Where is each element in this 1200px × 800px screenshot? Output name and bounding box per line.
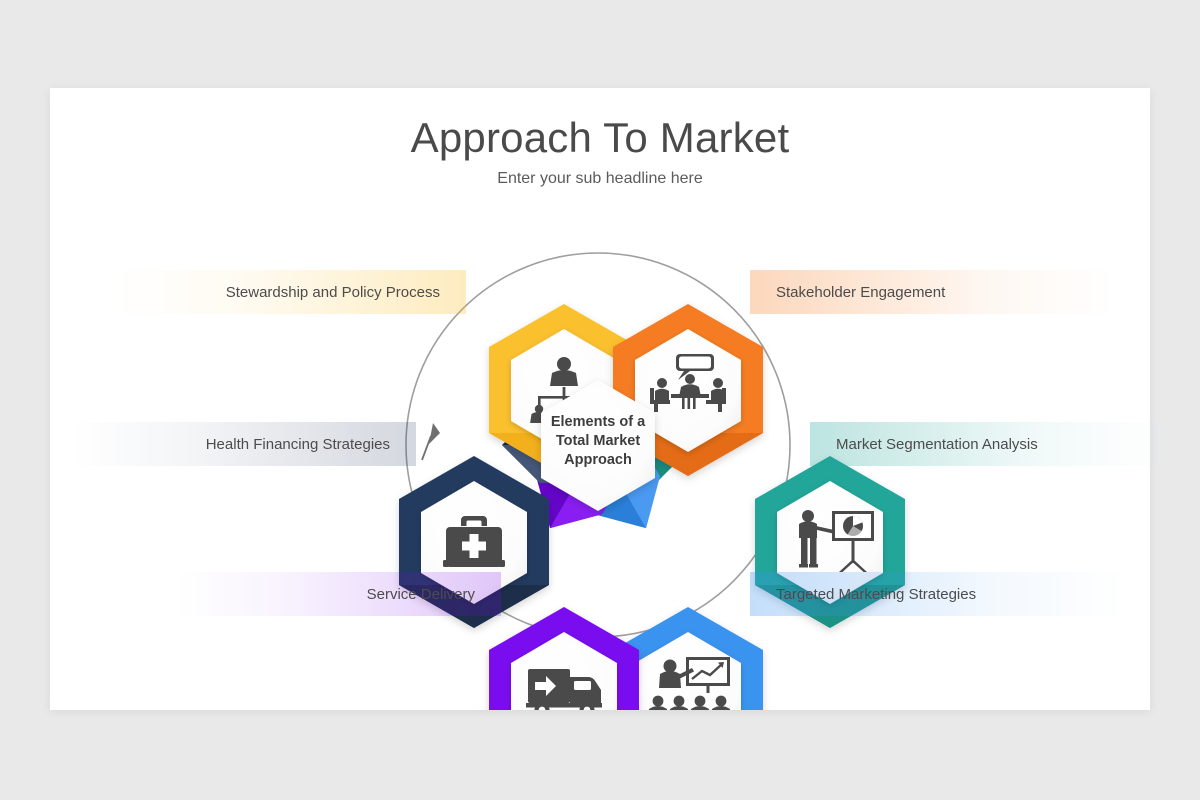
label-banner-stakeholder[interactable]: Stakeholder Engagement	[750, 270, 1116, 314]
hexagon-health-financing[interactable]	[399, 456, 549, 628]
first-aid-kit-icon	[443, 516, 505, 567]
banner-fill-market-segmentation	[810, 422, 1166, 466]
page-title: Approach To Market	[410, 114, 790, 161]
hexagon-targeted-marketing[interactable]	[613, 607, 763, 710]
label-text-targeted-marketing: Targeted Marketing Strategies	[776, 585, 977, 603]
label-text-market-segmentation: Market Segmentation Analysis	[836, 435, 1038, 453]
label-text-service-delivery: Service Delivery	[366, 585, 475, 603]
hexagon-cycle-diagram: Stewardship and Policy Process Health Fi…	[50, 88, 1166, 710]
banner-fill-stewardship	[110, 270, 466, 314]
label-banner-service-delivery[interactable]: Service Delivery	[175, 572, 501, 616]
label-banner-health-financing[interactable]: Health Financing Strategies	[70, 422, 416, 466]
center-hexagon[interactable]	[541, 380, 655, 511]
page-subtitle: Enter your sub headline here	[497, 170, 703, 187]
label-banner-market-segmentation[interactable]: Market Segmentation Analysis	[810, 422, 1166, 466]
banner-fill-targeted-marketing	[750, 572, 1126, 616]
banner-fill-service-delivery	[175, 572, 501, 616]
meeting-table-icon	[650, 354, 726, 412]
hexagon-service-delivery[interactable]	[489, 607, 639, 710]
audience-presentation-icon	[648, 657, 731, 710]
banner-fill-stakeholder	[750, 270, 1116, 314]
label-text-health-financing: Health Financing Strategies	[205, 435, 390, 453]
banner-fill-health-financing	[70, 422, 416, 466]
label-text-stewardship: Stewardship and Policy Process	[225, 283, 440, 301]
hexagon-market-segmentation[interactable]	[755, 456, 905, 628]
presenter-pie-chart-icon	[799, 510, 874, 572]
slide-card: Approach To Market Enter your sub headli…	[50, 88, 1166, 710]
label-text-stakeholder: Stakeholder Engagement	[776, 283, 946, 301]
diagram-svg	[399, 252, 905, 710]
direction-arrow-icon	[429, 423, 440, 444]
label-banner-targeted-marketing[interactable]: Targeted Marketing Strategies	[750, 572, 1126, 616]
delivery-truck-icon	[526, 669, 602, 710]
label-banner-stewardship[interactable]: Stewardship and Policy Process	[110, 270, 466, 314]
